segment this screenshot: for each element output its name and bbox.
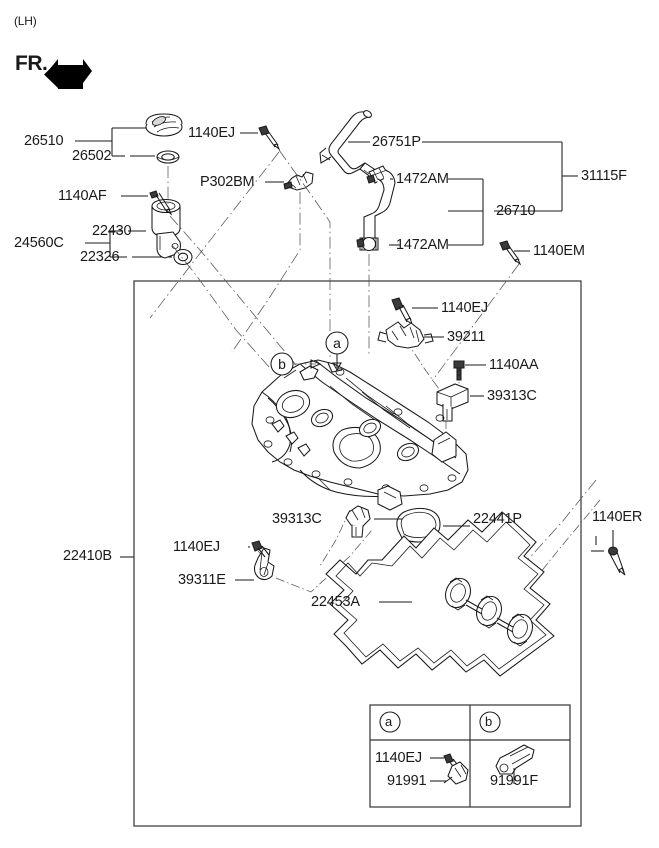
label-39313c-lower: 39313C xyxy=(272,511,322,527)
label-31115f: 31115F xyxy=(581,168,627,184)
cam-sensor-upper-part xyxy=(436,383,469,422)
front-direction-arrow xyxy=(44,59,92,89)
callout-a-letter: a xyxy=(385,714,393,729)
label-1140ej-top: 1140EJ xyxy=(188,125,235,141)
oil-level-sensor-part xyxy=(283,171,314,191)
gasket-plug-seal-2 xyxy=(476,595,502,629)
bolt-1140ej-mid-part xyxy=(391,297,413,326)
label-39313c-upper: 39313C xyxy=(487,388,537,404)
leader-lines-topleft xyxy=(75,127,284,258)
bolt-1140ej-top-part xyxy=(258,125,281,151)
cam-sensor-lower-part xyxy=(345,505,371,538)
label-26710: 26710 xyxy=(496,203,536,219)
callout-b-glyph: b xyxy=(278,356,286,372)
clamp-upper-part xyxy=(366,165,390,184)
gasket-plug-seal-1 xyxy=(445,577,471,611)
label-1472am-upper: 1472AM xyxy=(396,171,449,187)
sensor-bracket-part xyxy=(253,547,275,581)
legend-a-item-1-code: 1140EJ xyxy=(375,750,422,766)
label-1472am-lower: 1472AM xyxy=(396,237,449,253)
side-note: (LH) xyxy=(14,14,37,28)
gasket-plug-seal-3 xyxy=(507,613,533,647)
callout-a-marker xyxy=(325,331,349,372)
callout-b-marker xyxy=(270,352,322,376)
label-26751p: 26751P xyxy=(372,134,421,150)
label-1140aa: 1140AA xyxy=(489,357,539,373)
leader-lines-topright xyxy=(348,141,578,252)
filler-neck-oring-part xyxy=(173,248,193,266)
bolt-1140aa-part xyxy=(453,360,465,381)
label-22441p: 22441P xyxy=(473,511,522,527)
label-39311e: 39311E xyxy=(178,572,226,588)
bolt-1140ej-low-part xyxy=(251,540,270,558)
bolt-1140er-part xyxy=(607,530,626,576)
callout-a-glyph: a xyxy=(333,335,341,351)
bolt-1140em-part xyxy=(499,240,522,266)
callout-b-letter: b xyxy=(485,714,493,729)
label-26502: 26502 xyxy=(72,148,112,164)
bolt-1140af-part xyxy=(149,190,173,216)
label-1140af: 1140AF xyxy=(58,188,107,204)
label-p302bm: P302BM xyxy=(200,174,255,190)
leader-lines-inner xyxy=(120,307,604,603)
diagram-frame xyxy=(133,280,582,827)
label-22453a: 22453A xyxy=(311,594,360,610)
oil-cap-oring-part xyxy=(156,150,180,164)
legend-a-clip-icon xyxy=(443,761,469,785)
rocker-cover-part xyxy=(251,359,469,511)
orientation-label: FR. xyxy=(15,52,48,75)
pcv-hose-part xyxy=(319,110,378,179)
legend-a-item-2-code: 91991 xyxy=(387,773,427,789)
legend-b-wire-clip-icon xyxy=(495,744,535,784)
label-22410b: 22410B xyxy=(63,548,112,564)
oil-filler-cap-part xyxy=(145,113,183,137)
label-26510: 26510 xyxy=(24,133,64,149)
rocker-cover-gasket-part xyxy=(325,511,555,677)
oil-filler-neck-part xyxy=(151,198,182,259)
label-22326: 22326 xyxy=(80,249,120,265)
label-1140em: 1140EM xyxy=(533,243,585,259)
connector-bracket-part xyxy=(377,321,434,349)
label-24560c: 24560C xyxy=(14,235,64,251)
label-1140ej-mid: 1140EJ xyxy=(441,300,488,316)
label-1140er: 1140ER xyxy=(592,509,643,525)
label-1140ej-low: 1140EJ xyxy=(173,539,220,555)
clamp-lower-part xyxy=(356,236,379,252)
legend-table xyxy=(369,704,571,808)
legend-b-item-1-code: 91991F xyxy=(490,773,538,789)
label-22430: 22430 xyxy=(92,223,132,239)
label-39211: 39211 xyxy=(447,329,486,345)
